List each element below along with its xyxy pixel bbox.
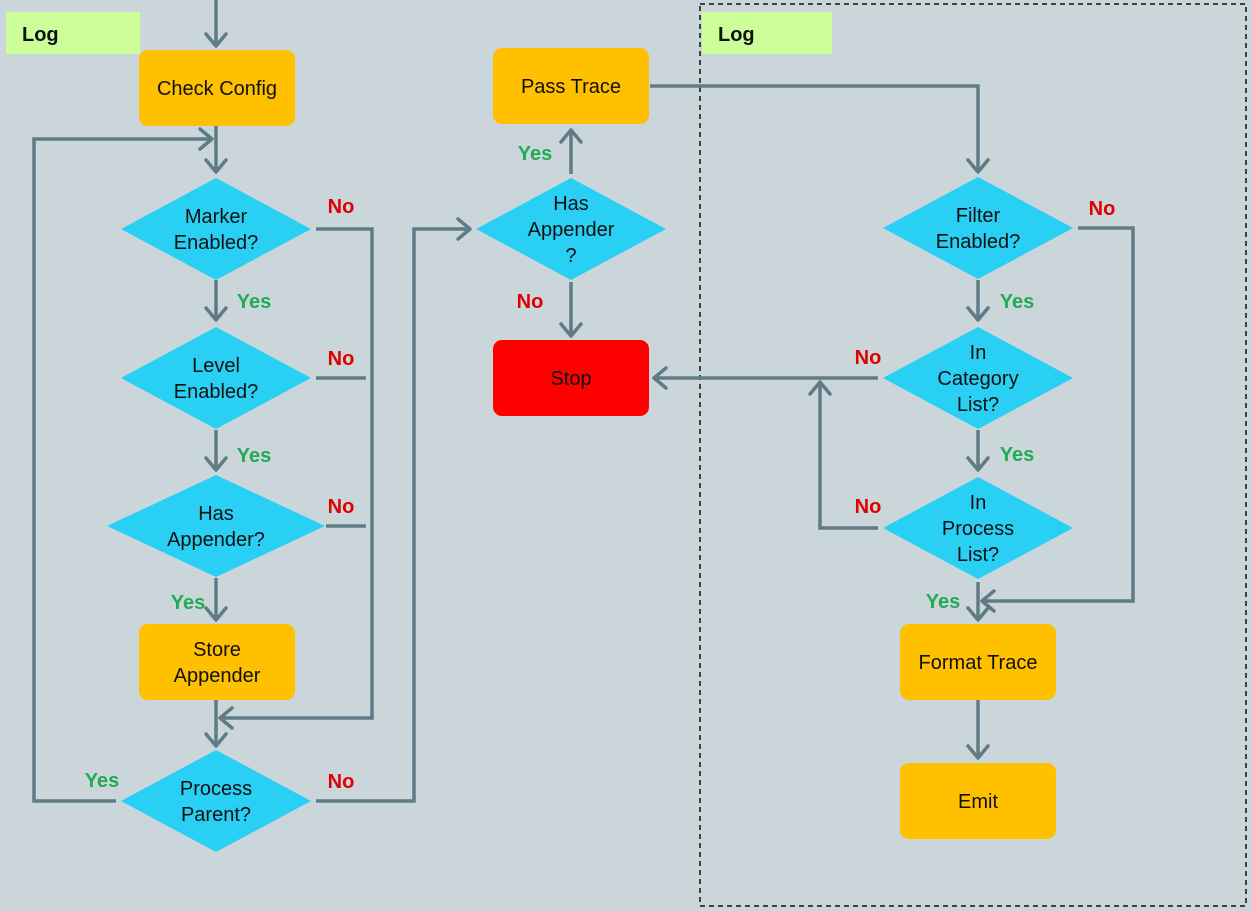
log-label-right: Log bbox=[718, 24, 755, 46]
emit-node-label: Emit bbox=[958, 791, 998, 813]
edge-label-category-no: No bbox=[855, 347, 882, 369]
arrow-marker-level bbox=[204, 306, 228, 322]
arrow-entry bbox=[204, 32, 228, 48]
in-process-list-decision-label: Process bbox=[942, 518, 1014, 540]
marker-enabled-decision bbox=[121, 178, 311, 280]
pass-trace-node-label: Pass Trace bbox=[521, 76, 621, 98]
log-label-right-box bbox=[702, 12, 832, 54]
has-appender-decision-left-label: Appender? bbox=[167, 529, 265, 551]
in-category-list-decision-label: List? bbox=[957, 394, 999, 416]
in-process-list-decision-label: In bbox=[970, 492, 987, 514]
edge-label-has-appender-left-no: No bbox=[328, 496, 355, 518]
marker-enabled-decision-label: Marker bbox=[185, 206, 248, 228]
edge-filter-no bbox=[982, 226, 1135, 603]
edge-label-level-yes: Yes bbox=[237, 445, 271, 467]
filter-enabled-decision bbox=[883, 177, 1073, 279]
has-appender-decision-mid-label: Has bbox=[553, 193, 589, 215]
level-enabled-decision-label: Enabled? bbox=[174, 381, 259, 403]
in-process-list-decision-label: List? bbox=[957, 544, 999, 566]
check-config-node-label: Check Config bbox=[157, 78, 277, 100]
edge-label-has-appender-mid-no: No bbox=[517, 291, 544, 313]
process-parent-decision bbox=[121, 750, 311, 852]
edge-label-process-parent-yes: Yes bbox=[85, 770, 119, 792]
arrow-process-format bbox=[966, 606, 990, 622]
process-parent-decision-label: Process bbox=[180, 778, 252, 800]
in-category-list-decision-label: Category bbox=[937, 368, 1018, 390]
arrow-appender-store bbox=[204, 606, 228, 622]
stop-node-label: Stop bbox=[550, 368, 591, 390]
arrow-config-marker bbox=[204, 158, 228, 174]
arrow-category-no bbox=[652, 366, 668, 390]
arrow-level-appender bbox=[204, 456, 228, 472]
in-category-list-decision-label: In bbox=[970, 342, 987, 364]
has-appender-decision-left-label: Has bbox=[198, 503, 234, 525]
connectors bbox=[32, 0, 1135, 803]
edge-label-process-list-no: No bbox=[855, 496, 882, 518]
edge-label-process-list-yes: Yes bbox=[926, 591, 960, 613]
has-appender-decision-mid-label: ? bbox=[565, 245, 576, 267]
edge-label-has-appender-mid-yes: Yes bbox=[518, 143, 552, 165]
arrow-parent-no bbox=[456, 217, 472, 241]
arrow-no-collector bbox=[218, 706, 234, 730]
edge-label-filter-yes: Yes bbox=[1000, 291, 1034, 313]
log-label-left: Log bbox=[22, 24, 59, 46]
has-appender-decision-left bbox=[107, 475, 325, 577]
arrow-format-emit bbox=[966, 744, 990, 760]
process-parent-decision-label: Parent? bbox=[181, 804, 251, 826]
edge-label-marker-yes: Yes bbox=[237, 291, 271, 313]
arrow-pass-filter bbox=[966, 158, 990, 174]
edge-parent-no bbox=[316, 227, 470, 803]
level-enabled-decision-label: Level bbox=[192, 355, 240, 377]
arrow-store-parent bbox=[204, 732, 228, 748]
edge-pass-filter bbox=[650, 84, 980, 172]
check-config-node bbox=[139, 50, 295, 126]
filter-enabled-decision-label: Filter bbox=[956, 205, 1001, 227]
log-section-boundary bbox=[699, 3, 1247, 907]
edge-process-list-no bbox=[818, 382, 878, 530]
arrow-mid-yes bbox=[559, 128, 583, 144]
format-trace-node bbox=[900, 624, 1056, 700]
log-label-left-box bbox=[6, 12, 140, 54]
arrow-category-process bbox=[966, 456, 990, 472]
in-process-list-decision bbox=[883, 477, 1073, 579]
edge-no-collector bbox=[220, 227, 374, 720]
arrow-process-list-no bbox=[808, 380, 832, 396]
nodes: Check ConfigMarkerEnabled?LevelEnabled?H… bbox=[107, 48, 1073, 852]
level-enabled-decision bbox=[121, 327, 311, 429]
filter-enabled-decision-label: Enabled? bbox=[936, 231, 1021, 253]
store-appender-node bbox=[139, 624, 295, 700]
arrow-filter-category bbox=[966, 306, 990, 322]
in-category-list-decision bbox=[883, 327, 1073, 429]
stop-node bbox=[493, 340, 649, 416]
store-appender-node-label: Appender bbox=[174, 665, 261, 687]
emit-node bbox=[900, 763, 1056, 839]
edge-label-category-yes: Yes bbox=[1000, 444, 1034, 466]
arrow-parent-yes-loop bbox=[198, 127, 214, 151]
marker-enabled-decision-label: Enabled? bbox=[174, 232, 259, 254]
edge-label-has-appender-left-yes: Yes bbox=[171, 592, 205, 614]
edge-label-marker-no: No bbox=[328, 196, 355, 218]
edge-label-process-parent-no: No bbox=[328, 771, 355, 793]
pass-trace-node bbox=[493, 48, 649, 124]
edge-label-filter-no: No bbox=[1089, 198, 1116, 220]
edge-parent-yes-loop bbox=[32, 137, 212, 803]
arrow-filter-no bbox=[980, 589, 996, 613]
has-appender-decision-mid bbox=[476, 178, 666, 280]
format-trace-node-label: Format Trace bbox=[919, 652, 1038, 674]
store-appender-node-label: Store bbox=[193, 639, 241, 661]
has-appender-decision-mid-label: Appender bbox=[528, 219, 615, 241]
arrow-mid-no bbox=[559, 322, 583, 338]
edge-label-level-no: No bbox=[328, 348, 355, 370]
